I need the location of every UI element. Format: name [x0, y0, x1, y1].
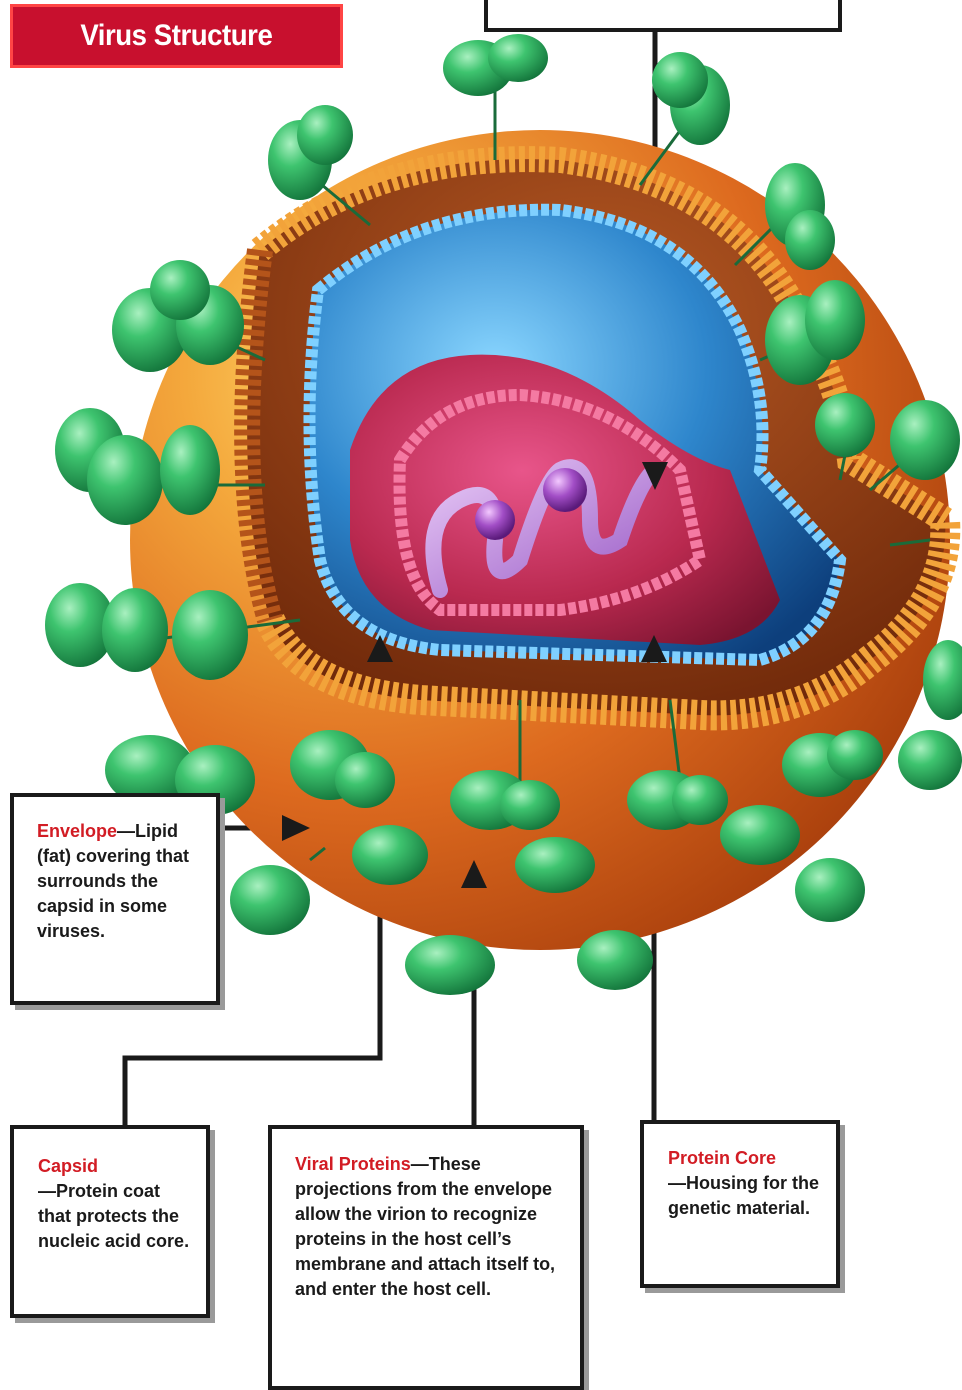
capsid-callout: Capsid —Protein coat that protects the nu… — [10, 1125, 210, 1318]
title-banner: Virus Structure — [10, 4, 343, 68]
viral-proteins-description: —These projections from the envelope all… — [295, 1154, 555, 1299]
protein-core-callout: Protein Core —Housing for the genetic mat… — [640, 1120, 840, 1288]
envelope-term: Envelope — [37, 821, 117, 841]
protein-core-term: Protein Core — [668, 1148, 776, 1168]
capsid-term: Capsid — [38, 1156, 98, 1176]
top-callout-box — [484, 0, 842, 32]
envelope-callout: Envelope—Lipid (fat) covering that surro… — [10, 793, 220, 1005]
capsid-description: —Protein coat that protects the nucleic … — [38, 1181, 189, 1251]
protein-core-description: —Housing for the genetic material. — [668, 1173, 819, 1218]
diagram-title: Virus Structure — [81, 19, 273, 53]
viral-proteins-term: Viral Proteins — [295, 1154, 411, 1174]
viral-proteins-callout: Viral Proteins—These projections from th… — [268, 1125, 584, 1390]
